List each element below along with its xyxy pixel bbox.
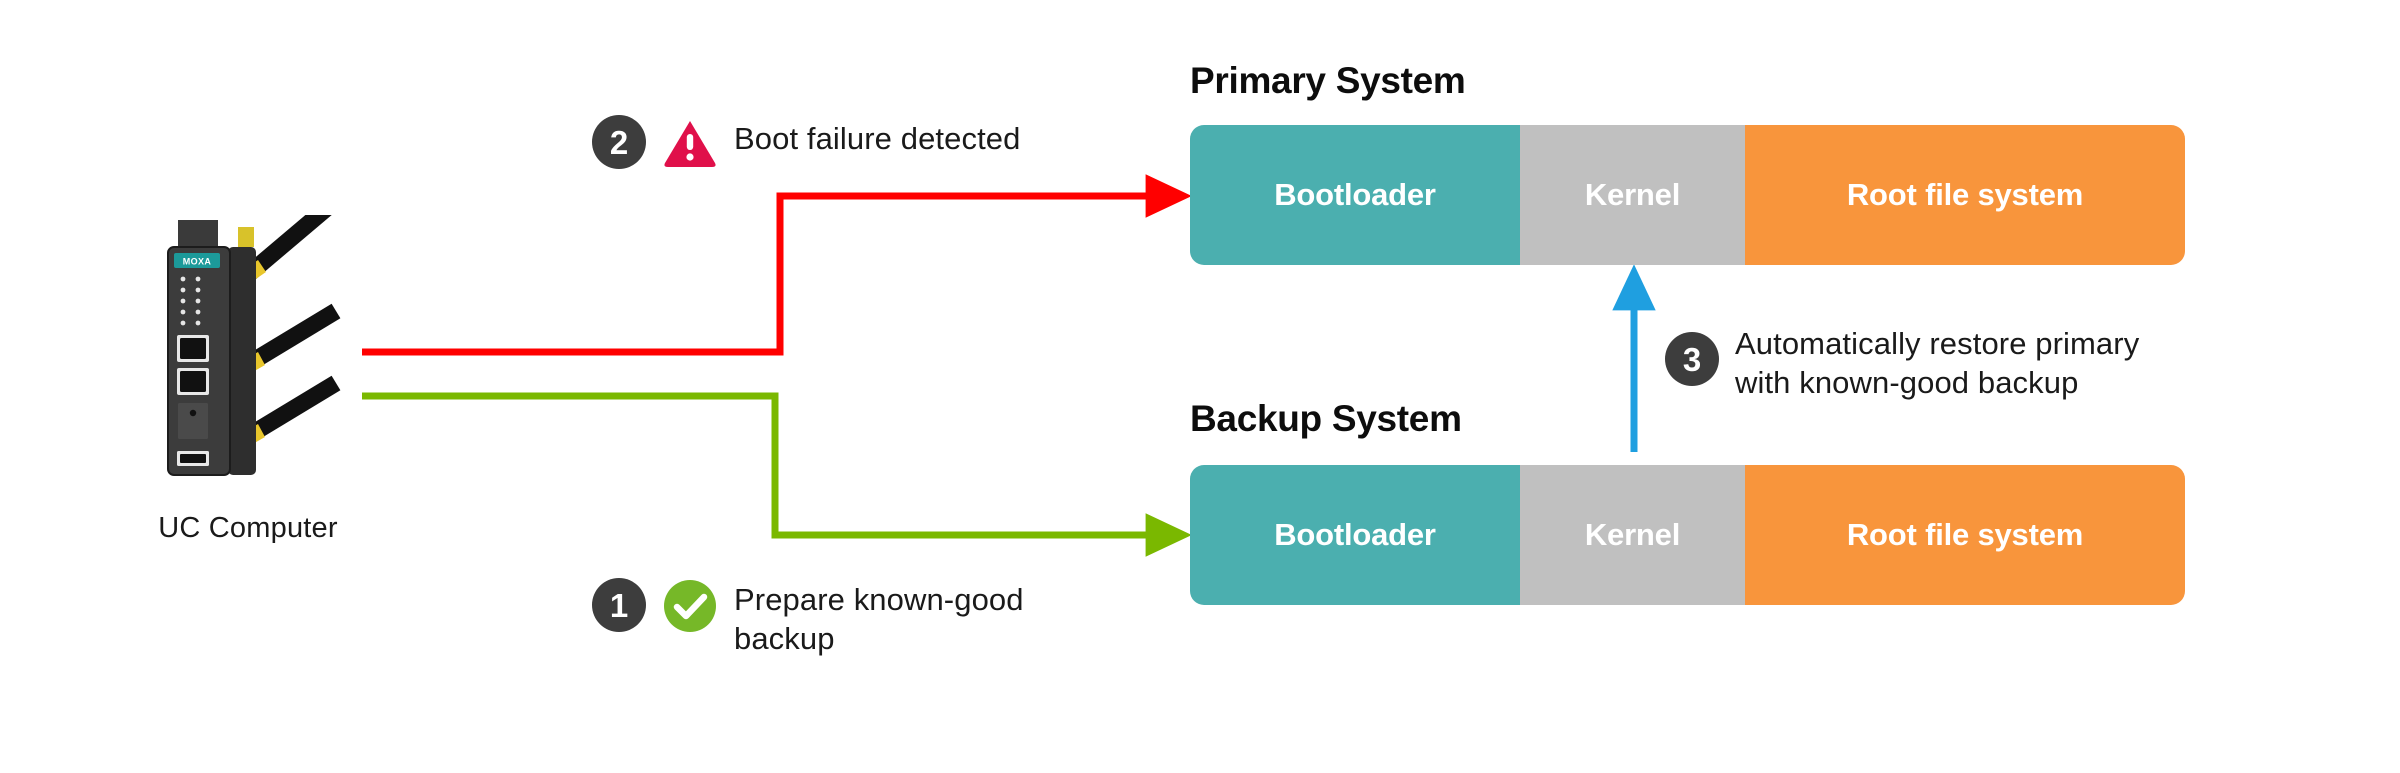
primary-segment-bootloader: Bootloader <box>1190 125 1520 265</box>
backup-segment-rootfs: Root file system <box>1745 465 2185 605</box>
svg-text:MOXA: MOXA <box>183 257 212 267</box>
step-2-text: Boot failure detected <box>734 121 1021 156</box>
check-circle-icon <box>664 580 716 632</box>
step-3-text: Automatically restore primary with known… <box>1735 326 2140 401</box>
uc-computer-device: MOXA <box>150 215 410 515</box>
primary-system-block: Bootloader Kernel Root file system <box>1190 125 2185 265</box>
backup-segment-kernel: Kernel <box>1520 465 1745 605</box>
step-3-badge: 3 <box>1665 332 1719 386</box>
step-1-badge: 1 <box>592 578 646 632</box>
backup-system-title: Backup System <box>1190 398 1462 439</box>
device-top-tab <box>238 227 254 247</box>
ethernet-port <box>177 368 209 395</box>
failure-path-connector <box>362 174 1192 356</box>
warning-triangle-icon <box>664 121 716 167</box>
device-button <box>189 409 197 417</box>
primary-segment-kernel: Kernel <box>1520 125 1745 265</box>
device-top-connector <box>178 220 218 250</box>
step-2-badge: 2 <box>592 115 646 169</box>
backup-segment-bootloader: Bootloader <box>1190 465 1520 605</box>
step-2-callout: 2 Boot failure detected <box>592 115 1020 171</box>
antenna-icon <box>244 215 341 443</box>
step-3-callout: 3 Automatically restore primary with kno… <box>1665 326 2139 403</box>
moxa-logo <box>174 253 220 268</box>
primary-segment-rootfs: Root file system <box>1745 125 2185 265</box>
device-label: UC Computer <box>158 512 338 544</box>
step-1-callout: 1 Prepare known-good backup <box>592 578 1024 659</box>
led-indicator-grid <box>180 276 201 326</box>
backup-path-connector <box>362 392 1192 557</box>
device-side-panel <box>228 247 256 475</box>
primary-system-title: Primary System <box>1190 60 1466 101</box>
device-panel <box>178 403 208 439</box>
step-1-text: Prepare known-good backup <box>734 582 1024 657</box>
ethernet-port <box>177 335 209 362</box>
backup-system-block: Bootloader Kernel Root file system <box>1190 465 2185 605</box>
